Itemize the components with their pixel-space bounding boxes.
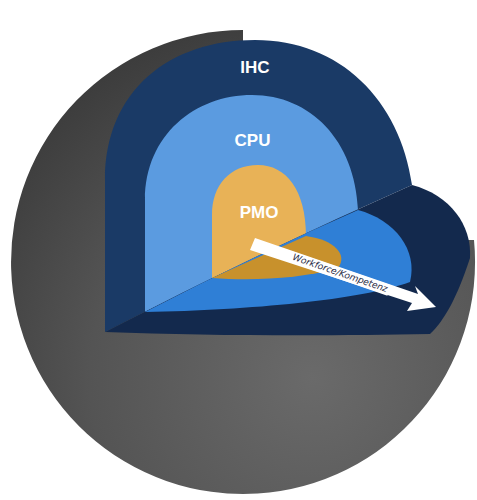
- ihc-face: [105, 40, 412, 332]
- layer-node: CPU PMO: [145, 95, 360, 330]
- layer-label: PMO: [239, 203, 279, 223]
- layer-label: IHC: [240, 58, 271, 78]
- cpu-slice: [145, 210, 412, 312]
- sphere-body: [11, 30, 475, 494]
- workforce-arrow: [250, 238, 436, 311]
- layer-label: CPU: [234, 131, 271, 151]
- ihc-slice: [105, 185, 470, 335]
